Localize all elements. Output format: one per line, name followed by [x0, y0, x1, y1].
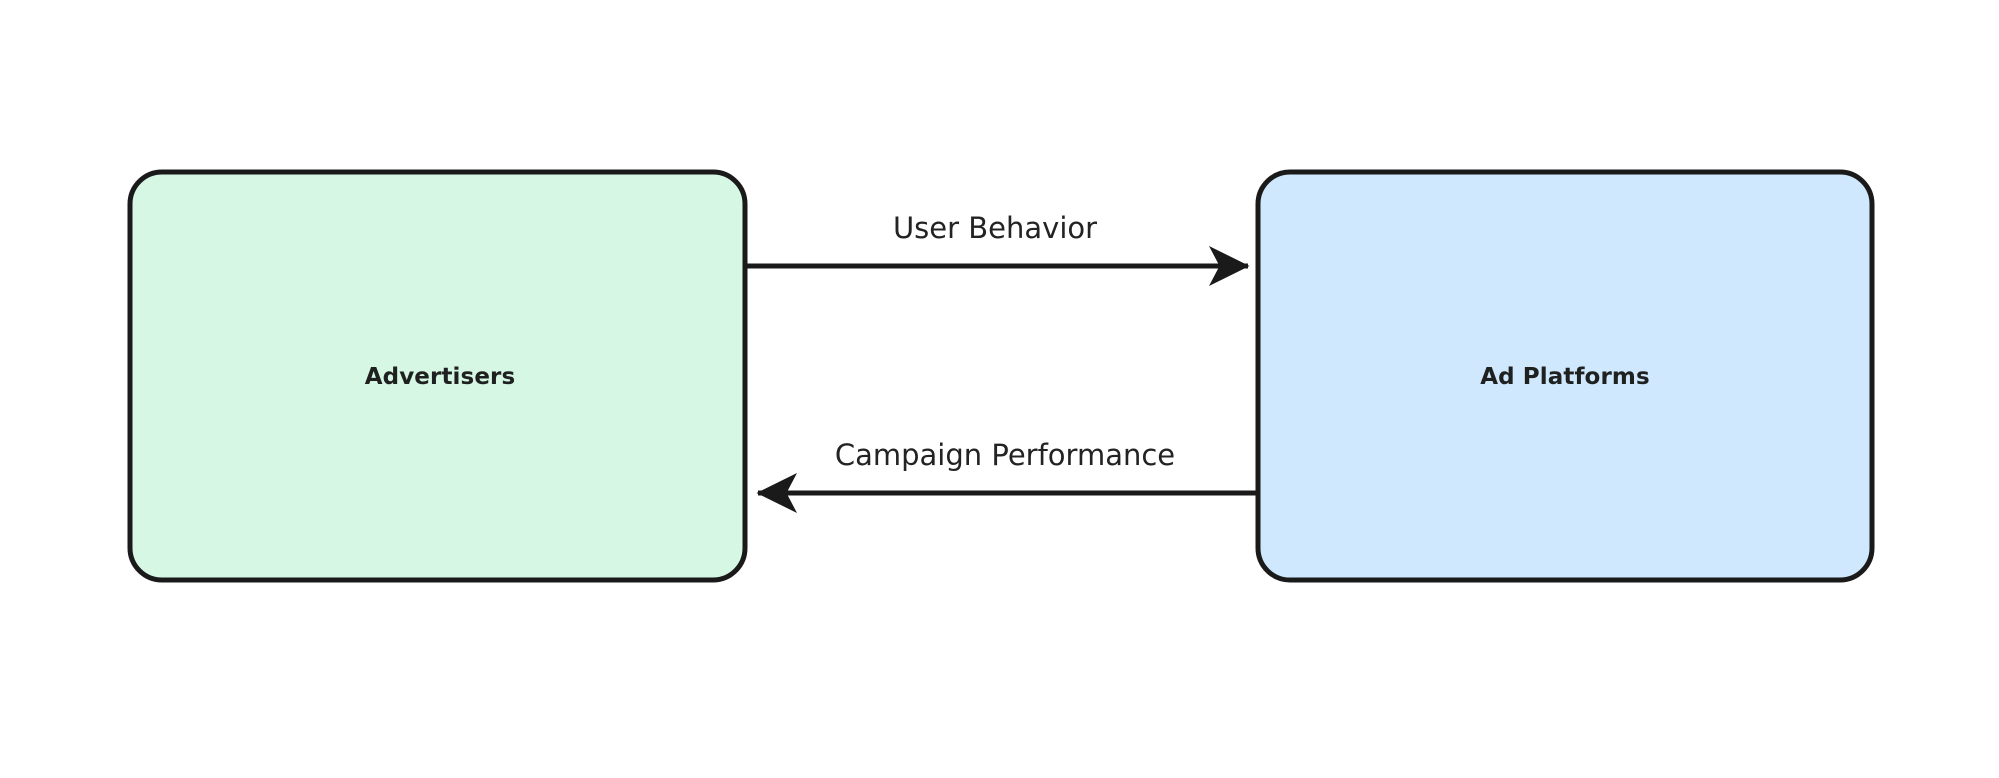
- edge-campaign-performance-label: Campaign Performance: [828, 436, 1182, 474]
- node-ad-platforms-label: Ad Platforms: [1480, 364, 1650, 391]
- node-ad-platforms-shape[interactable]: [1255, 169, 1875, 583]
- node-advertisers-label: Advertisers: [364, 364, 516, 391]
- node-advertisers-shape[interactable]: [127, 169, 748, 583]
- edge-user-behavior-label: User Behavior: [886, 209, 1104, 247]
